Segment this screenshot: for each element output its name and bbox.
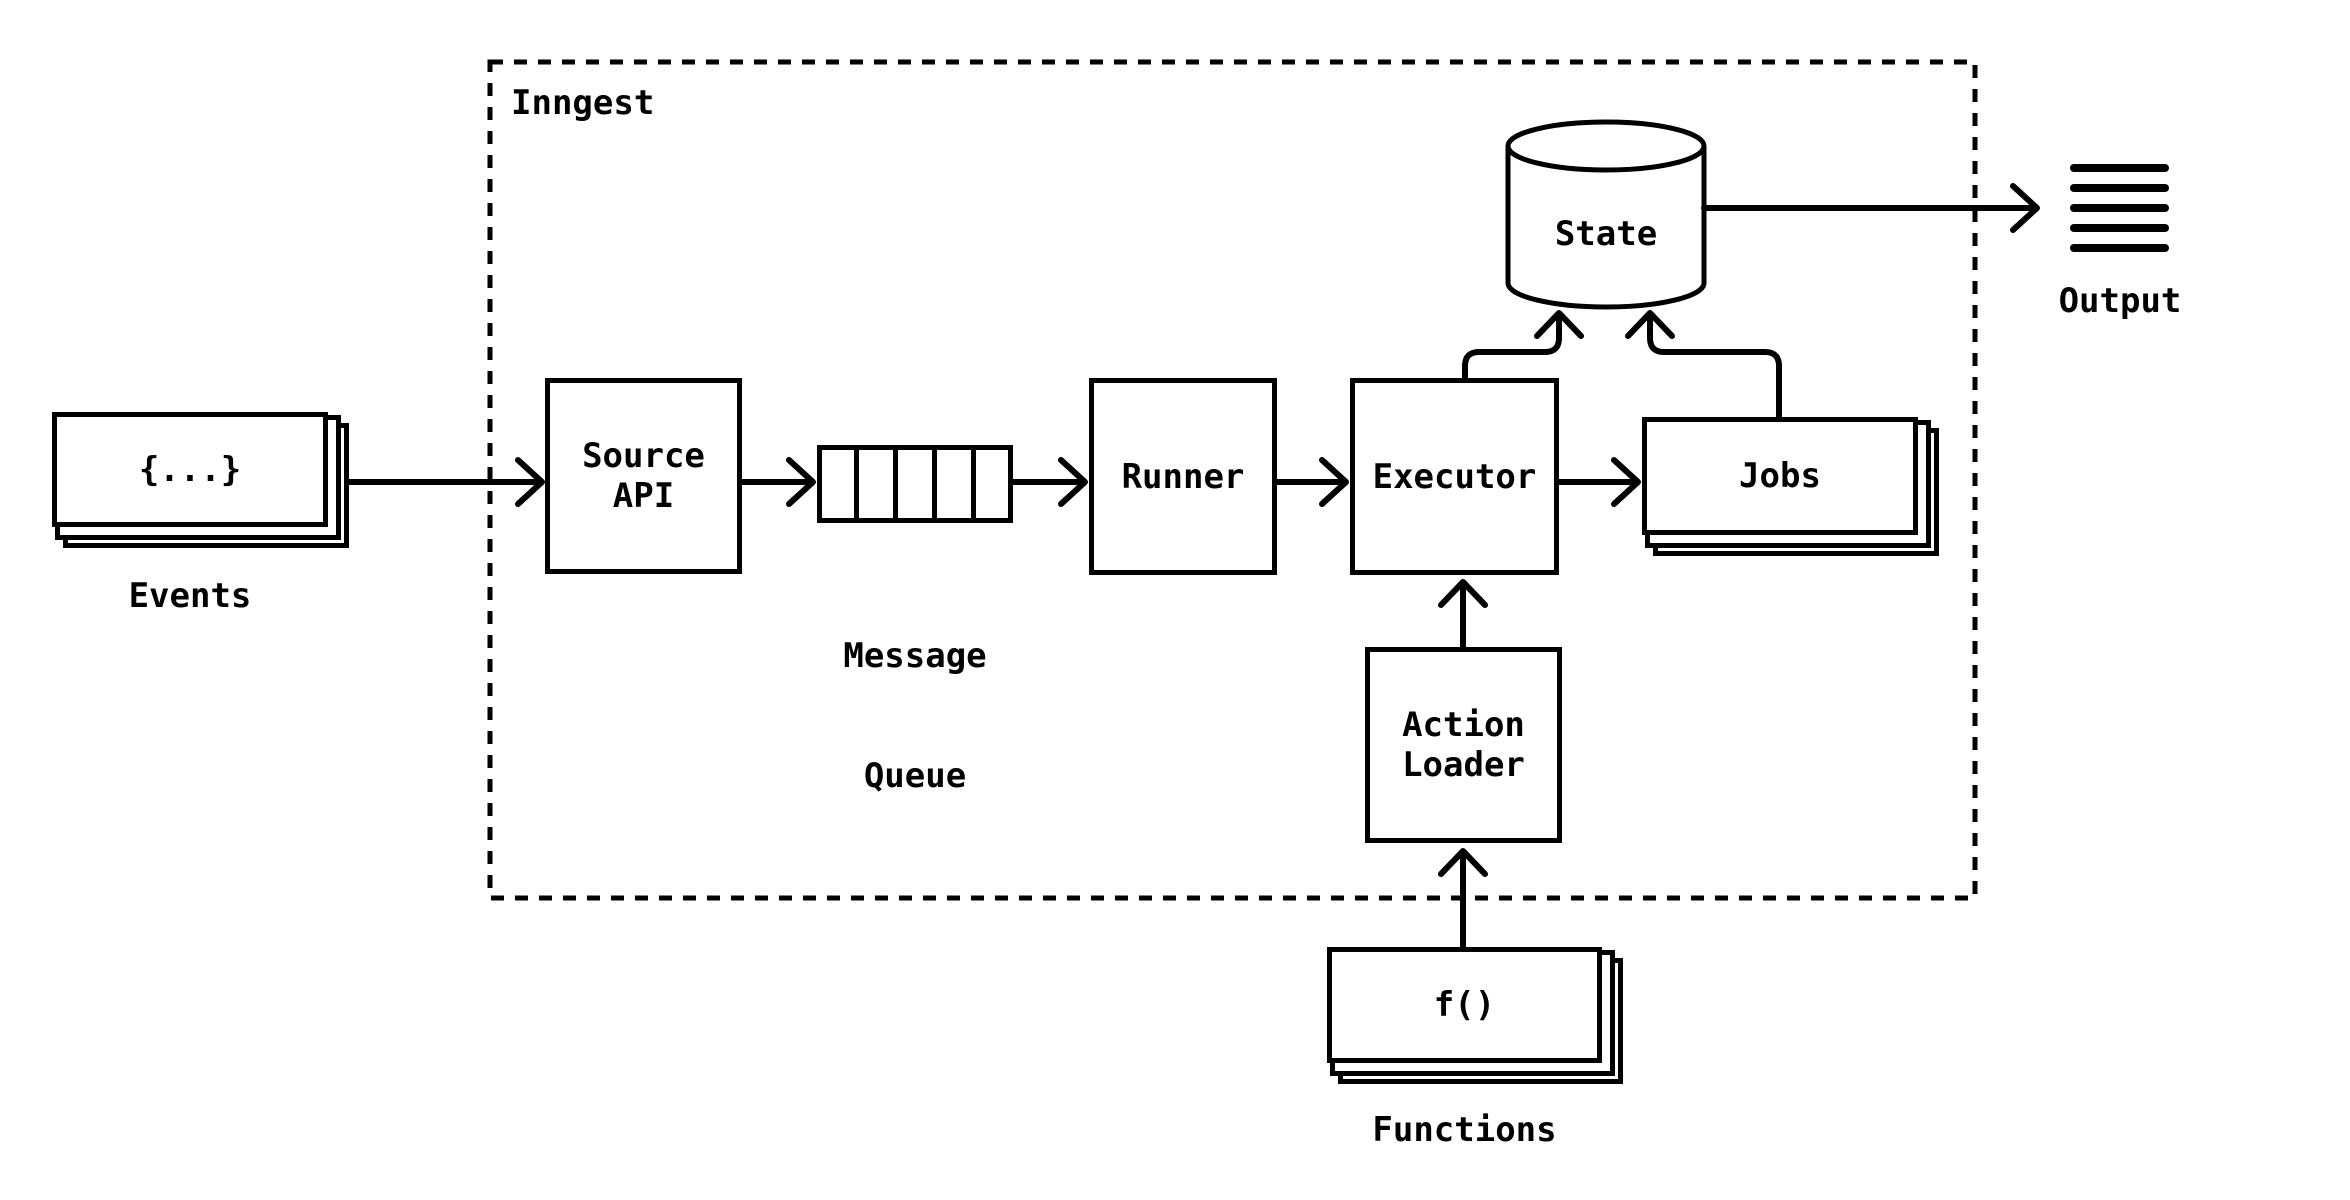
inngest-container-label: Inngest: [511, 83, 655, 123]
runner-label: Runner: [1121, 456, 1245, 497]
queue-divider: [893, 450, 898, 518]
output-bar: [2070, 204, 2169, 212]
message-queue-node: [817, 445, 1013, 523]
state-database-label: State: [1554, 214, 1658, 254]
jobs-label: Jobs: [1739, 456, 1821, 496]
function-glyph: f(): [1433, 985, 1496, 1025]
arrow-events-to-source-api: [346, 457, 545, 507]
executor-node: Executor: [1350, 378, 1559, 575]
arrow-state-to-output: [1701, 183, 2040, 233]
output-bar: [2070, 184, 2169, 192]
queue-divider: [854, 450, 859, 518]
arrow-runner-to-executor: [1274, 457, 1349, 507]
message-queue-label-line2: Queue: [863, 756, 967, 796]
queue-divider: [932, 450, 937, 518]
output-bar: [2070, 244, 2169, 252]
arrow-functions-to-action-loader: [1438, 848, 1488, 950]
arrow-action-loader-to-executor: [1438, 579, 1488, 650]
functions-node: f(): [1327, 947, 1602, 1063]
output-lines-icon: [2070, 164, 2169, 252]
json-object-glyph: {...}: [138, 449, 242, 490]
jobs-node: Jobs: [1642, 417, 1918, 535]
arrow-queue-to-runner: [1010, 457, 1088, 507]
cylinder-top: [1505, 119, 1707, 173]
runner-node: Runner: [1089, 378, 1277, 575]
action-loader-node: Action Loader: [1365, 647, 1562, 843]
arrow-executor-to-jobs: [1556, 457, 1641, 507]
output-bar: [2070, 164, 2169, 172]
output-bar: [2070, 224, 2169, 232]
arrow-source-api-to-queue: [739, 457, 816, 507]
executor-label: Executor: [1372, 456, 1537, 497]
events-label: Events: [128, 576, 252, 616]
action-loader-label-line2: Loader: [1402, 745, 1525, 785]
output-label: Output: [2058, 281, 2182, 321]
message-queue-label-line1: Message: [843, 636, 987, 676]
source-api-node: Source API: [545, 378, 742, 574]
message-queue-label: Message Queue: [795, 556, 1035, 876]
events-node: {...}: [52, 412, 328, 527]
arrow-executor-to-state: [1462, 310, 1584, 381]
action-loader-label-line1: Action: [1402, 705, 1525, 745]
source-api-label-line1: Source: [582, 436, 705, 476]
source-api-label-line2: API: [612, 476, 675, 516]
arrow-jobs-to-state: [1625, 310, 1782, 420]
functions-label: Functions: [1372, 1110, 1557, 1150]
queue-divider: [971, 450, 976, 518]
